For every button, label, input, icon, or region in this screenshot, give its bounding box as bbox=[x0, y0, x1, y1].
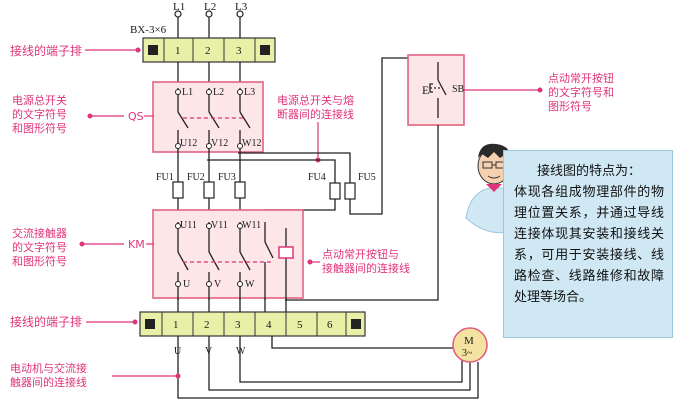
sb-code: SB bbox=[452, 84, 465, 95]
sb-km-wire bbox=[285, 125, 439, 301]
sb-km-note-2: 接触器间的连接线 bbox=[322, 261, 410, 275]
sb-button-symbol bbox=[429, 62, 447, 118]
terminal-l3 bbox=[236, 10, 244, 18]
strip-out-v: V bbox=[205, 346, 213, 357]
km-out-2: V bbox=[214, 279, 222, 290]
sb-label-3: 图形符号 bbox=[548, 100, 592, 113]
terminal-top-1: 1 bbox=[175, 45, 181, 57]
fuse-fu4: FU4 bbox=[308, 172, 326, 183]
km-out-1: U bbox=[183, 279, 191, 290]
feature-note: 接线图的特点为： 体现各组成物理部件的物理位置关系，并通过导线连接体现其安装和接… bbox=[503, 150, 673, 338]
terminal-bottom-3: 3 bbox=[235, 319, 241, 331]
km-code: KM bbox=[128, 238, 145, 251]
note-title: 接线图的特点为： bbox=[536, 164, 641, 179]
qs-label-3: 和图形符号 bbox=[12, 122, 67, 135]
km-in-1: U11 bbox=[180, 220, 197, 231]
qs-in-2: L2 bbox=[213, 87, 224, 98]
fuse-fu3: FU3 bbox=[218, 172, 236, 183]
qs-out-1: U12 bbox=[180, 138, 197, 149]
note-body: 体现各组成物理部件的物理位置关系，并通过导线连接体现其安装和接线关系，可用于安装… bbox=[514, 185, 664, 305]
supply-l3: L3 bbox=[235, 1, 248, 13]
fu5-sb-wire bbox=[349, 57, 412, 215]
qs-in-3: L3 bbox=[244, 87, 255, 98]
qs-fuse-wires bbox=[177, 148, 351, 183]
teacher-cartoon bbox=[465, 143, 511, 234]
terminal-bottom-label: 接线的端子排 bbox=[10, 314, 82, 329]
supply-lines bbox=[177, 14, 241, 40]
terminal-bottom-4: 4 bbox=[266, 319, 272, 331]
fuses bbox=[172, 181, 356, 200]
terminal-l1 bbox=[174, 10, 182, 18]
supply-l1: L1 bbox=[173, 1, 185, 13]
sb-km-note-1: 点动常开按钮与 bbox=[322, 247, 399, 261]
terminal-top-2: 2 bbox=[205, 45, 211, 57]
strip-out-u: U bbox=[174, 346, 182, 357]
qs-out-3: W12 bbox=[242, 138, 261, 149]
motor-label-1: 电动机与交流接 bbox=[10, 361, 87, 375]
motor-phase: 3~ bbox=[462, 348, 473, 359]
qs-label-2: 的文字符号 bbox=[12, 107, 67, 121]
km-in-3: W11 bbox=[242, 220, 261, 231]
sb-box bbox=[407, 54, 465, 126]
motor-m: M bbox=[464, 335, 474, 347]
qs-code: QS bbox=[128, 110, 144, 123]
terminal-strip-bottom bbox=[139, 311, 366, 337]
terminal-strip-top: 1 2 3 bbox=[142, 37, 276, 63]
qs-switch-symbol bbox=[177, 88, 251, 148]
terminal-bottom-1: 1 bbox=[173, 319, 179, 331]
terminal-top-3: 3 bbox=[236, 45, 242, 57]
terminal-top-label: 接线的端子排 bbox=[10, 43, 82, 58]
strip-out-w: W bbox=[236, 346, 246, 357]
qs-out-2: V12 bbox=[211, 138, 228, 149]
motor-label-2: 触器间的连接线 bbox=[10, 375, 87, 389]
qs-fuse-note-1: 电源总开关与熔 bbox=[277, 93, 354, 107]
terminal-bottom-5: 5 bbox=[297, 319, 303, 331]
km-coil bbox=[278, 246, 294, 259]
km-in-2: V11 bbox=[211, 220, 228, 231]
km-out-3: W bbox=[245, 279, 255, 290]
km-label-1: 交流接触器 bbox=[12, 226, 67, 240]
qs-fuse-note-2: 断器间的连接线 bbox=[277, 107, 354, 121]
supply-l2: L2 bbox=[204, 1, 216, 13]
km-label-3: 和图形符号 bbox=[12, 255, 67, 268]
terminal-l2 bbox=[205, 10, 213, 18]
qs-in-1: L1 bbox=[182, 87, 193, 98]
fuse-fu1: FU1 bbox=[156, 172, 174, 183]
fuse-spec: BX-3×6 bbox=[130, 24, 167, 36]
qs-label-1: 电源总开关 bbox=[12, 93, 67, 107]
terminal-bottom-2: 2 bbox=[204, 319, 210, 331]
fuse-fu2: FU2 bbox=[187, 172, 205, 183]
fuse-fu5: FU5 bbox=[358, 172, 376, 183]
motor-wires bbox=[177, 298, 479, 399]
sb-label-1: 点动常开按钮 bbox=[548, 71, 614, 85]
sb-label-2: 的文字符号和 bbox=[548, 85, 614, 99]
motor-symbol bbox=[452, 327, 488, 363]
terminal-bottom-6: 6 bbox=[327, 319, 333, 331]
km-label-2: 的文字符号 bbox=[12, 240, 67, 254]
sb-e-symbol: E bbox=[422, 83, 429, 97]
